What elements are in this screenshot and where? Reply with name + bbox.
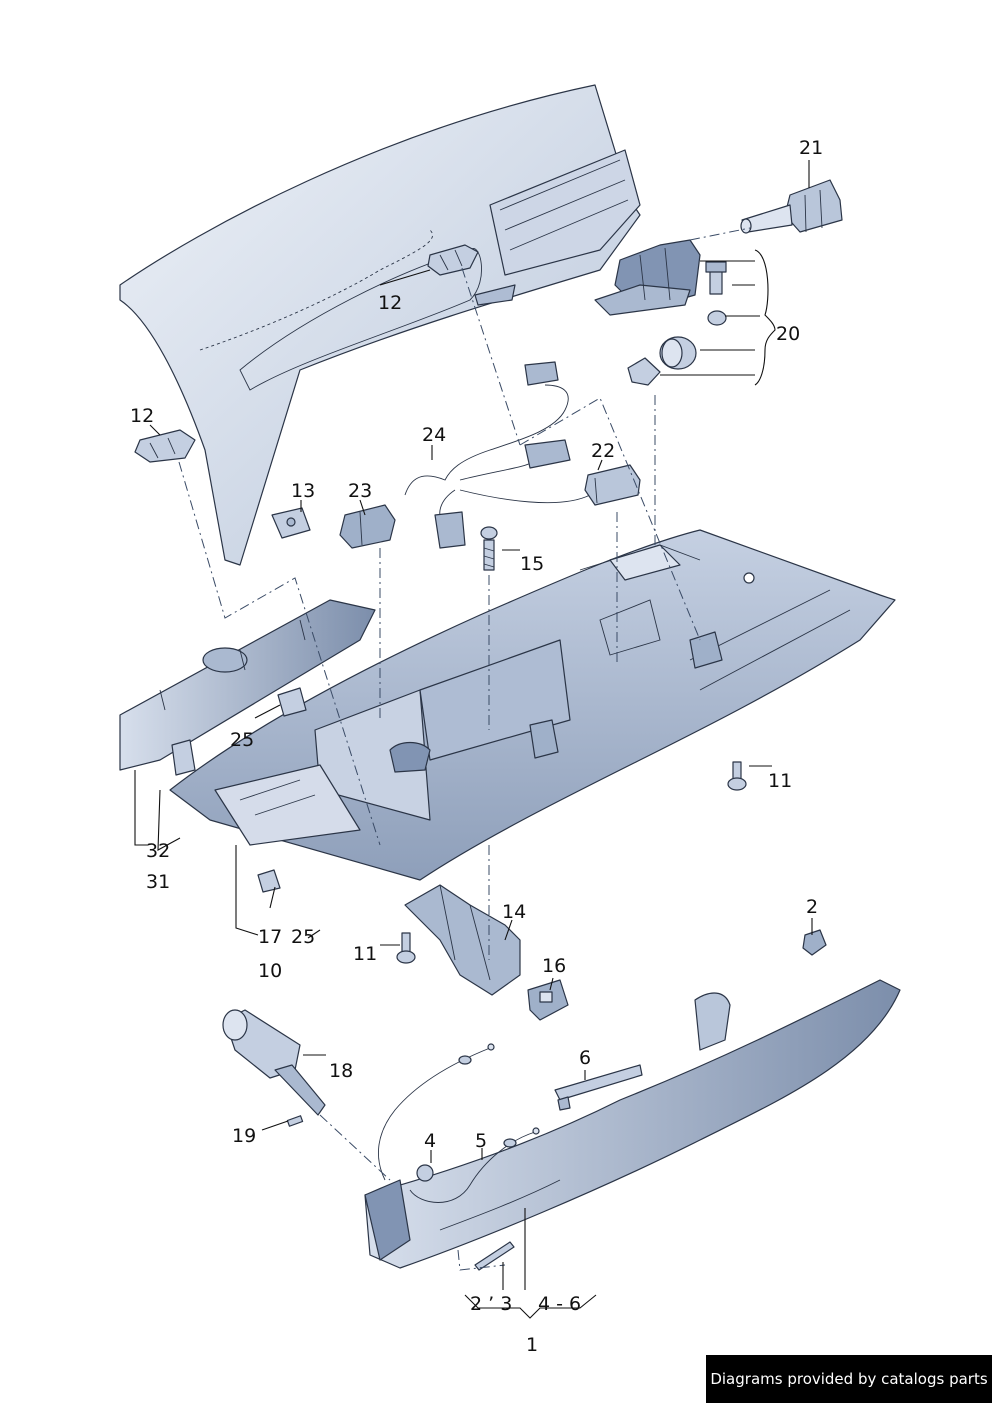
- callout-2-3: 2 ’ 3: [470, 1293, 512, 1315]
- callout-25-lower: 25: [291, 926, 315, 948]
- callout-14: 14: [502, 901, 526, 923]
- bracket-part-14: [404, 884, 521, 996]
- hinge-pin-part-3: [474, 1241, 515, 1271]
- screw-part-15: [480, 526, 498, 571]
- callout-11-right: 11: [768, 770, 792, 792]
- callout-19: 19: [232, 1125, 256, 1147]
- callout-21: 21: [799, 137, 823, 159]
- glove-box-lid-part-1: [364, 979, 901, 1269]
- screw-part-11-right: [727, 761, 747, 791]
- callout-1: 1: [526, 1334, 538, 1356]
- lock-cylinder-part-21: [740, 179, 843, 234]
- wiring-harness-part-24: [404, 361, 591, 549]
- clip-part-25-upper: [277, 687, 307, 717]
- callout-5: 5: [475, 1130, 487, 1152]
- callout-22: 22: [591, 440, 615, 462]
- callout-25-upper: 25: [230, 729, 254, 751]
- switch-part-22: [584, 464, 641, 506]
- lock-housing-part-20: [594, 239, 727, 386]
- callout-4: 4: [424, 1130, 436, 1152]
- callout-18: 18: [329, 1060, 353, 1082]
- callout-12-left: 12: [130, 405, 154, 427]
- switch-part-16: [527, 979, 569, 1021]
- callout-20: 20: [776, 323, 800, 345]
- callout-6: 6: [579, 1047, 591, 1069]
- clip-part-32: [171, 739, 196, 776]
- callout-32: 32: [146, 840, 170, 862]
- glove-box-housing-part-10: [169, 529, 896, 881]
- assembly-lines: [178, 227, 751, 1271]
- callout-labels: 21 12 20 12 24 22 13 23 15 25 11 32 31 1…: [130, 137, 823, 1356]
- dashboard-panel: [119, 84, 641, 566]
- buffer-part-2: [802, 929, 827, 956]
- grommet-part-4: [416, 1164, 434, 1182]
- callout-4-6: 4 - 6: [538, 1293, 581, 1315]
- callout-11-left: 11: [353, 943, 377, 965]
- callout-15: 15: [520, 553, 544, 575]
- clip-part-13: [271, 507, 311, 539]
- screw-part-11-left: [396, 932, 416, 964]
- leader-lines: [134, 160, 813, 1319]
- callout-2: 2: [806, 896, 818, 918]
- damper-part-6: [554, 1064, 643, 1111]
- release-handle-part-18: [222, 1009, 326, 1116]
- callout-16: 16: [542, 955, 566, 977]
- screw-part-19: [286, 1115, 304, 1127]
- callout-24: 24: [422, 424, 446, 446]
- bulb-holder-part-23: [339, 504, 396, 549]
- bowden-cable-part-5: [409, 1127, 540, 1203]
- callout-12-upper: 12: [378, 292, 402, 314]
- callout-23: 23: [348, 480, 372, 502]
- watermark-banner: Diagrams provided by catalogs parts: [706, 1355, 992, 1403]
- callout-10: 10: [258, 960, 282, 982]
- bowden-cable-part-4: [378, 1043, 495, 1181]
- clip-part-12-left: [134, 429, 196, 463]
- clip-part-25-lower: [257, 869, 281, 893]
- trim-strip-part-31: [119, 599, 376, 771]
- callout-31: 31: [146, 871, 170, 893]
- callout-17: 17: [258, 926, 282, 948]
- callout-13: 13: [291, 480, 315, 502]
- clip-part-12-upper: [427, 244, 479, 276]
